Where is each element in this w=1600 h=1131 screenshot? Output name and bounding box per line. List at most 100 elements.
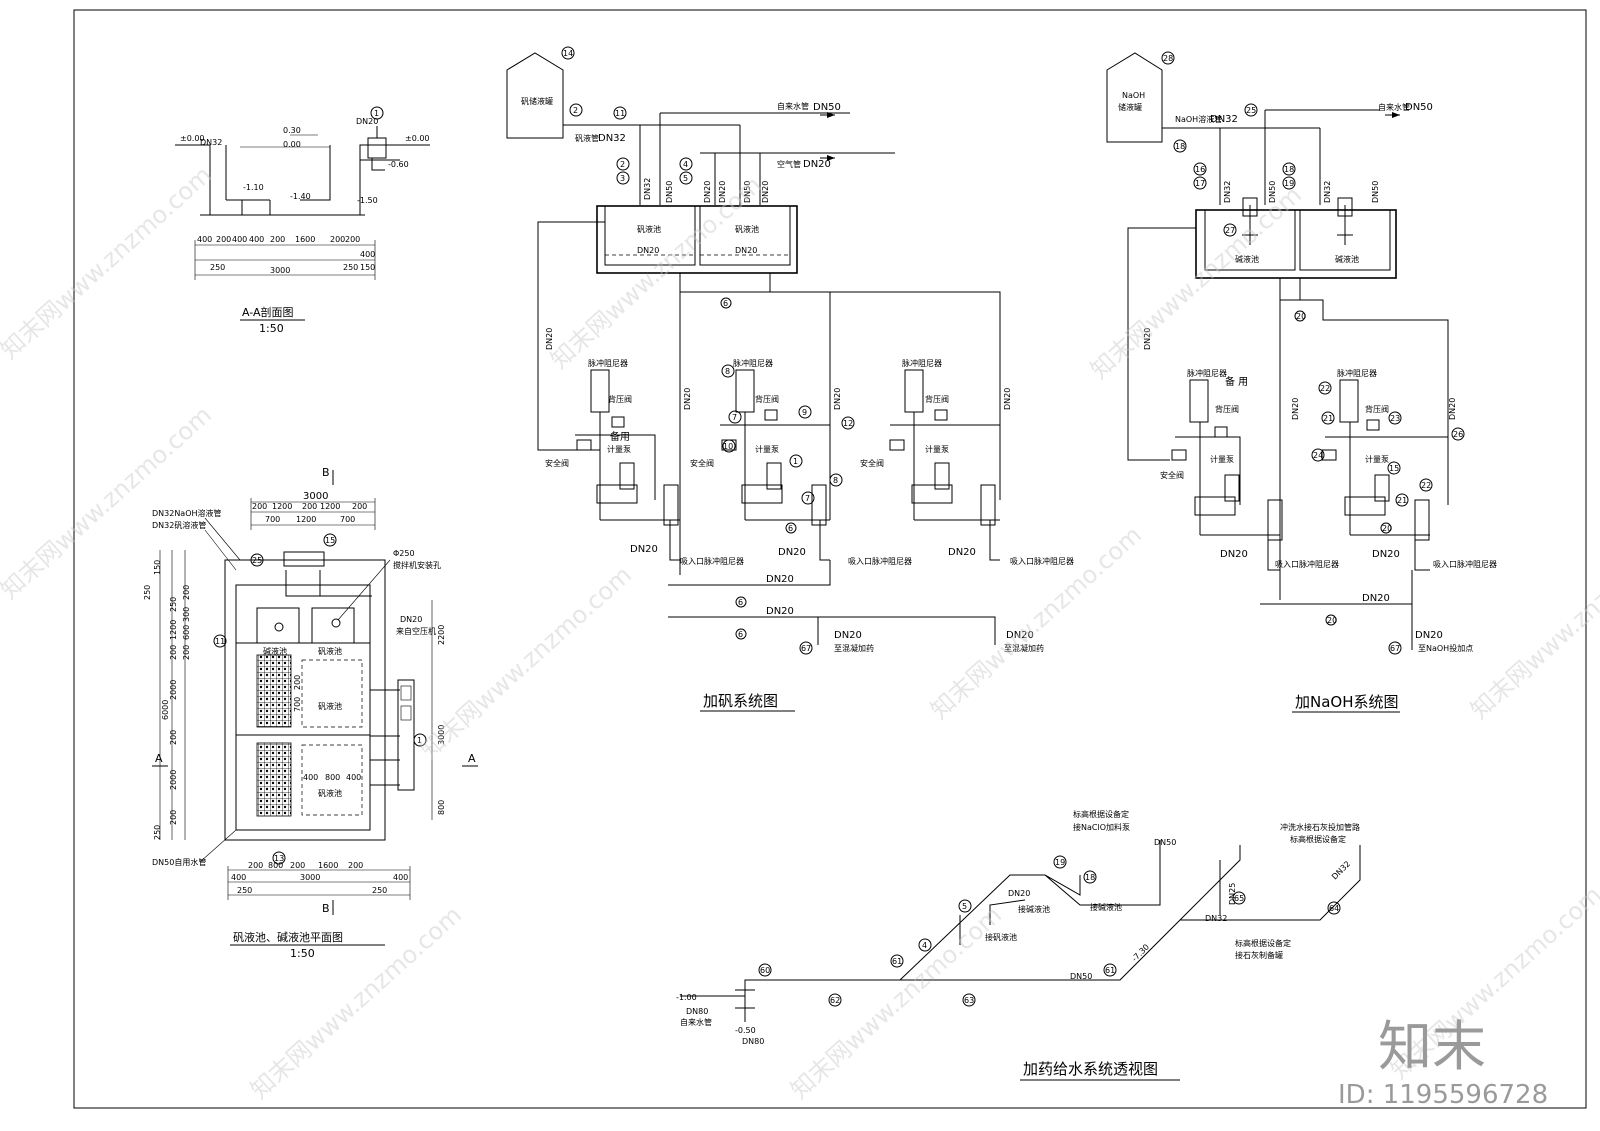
pipe-label: 自来水管 <box>680 1017 712 1027</box>
dim-label: 300 <box>182 607 191 622</box>
dosing-label: 至混凝加药 <box>834 643 874 653</box>
iso-label: 标高根据设备定 <box>1290 834 1346 844</box>
part-label: 吸入口脉冲阻尼器 <box>1275 559 1339 569</box>
callout-number: 13 <box>274 854 284 863</box>
pipe-dn: DN50 <box>1371 181 1380 203</box>
level-label: ±0.00 <box>405 134 430 143</box>
dim-label: 2000 <box>169 770 178 790</box>
callout-circle <box>758 963 772 977</box>
dim-label: 1200 <box>169 620 178 640</box>
callout-number: 20 <box>1382 524 1392 533</box>
level-label: -1.40 <box>290 192 311 201</box>
callout-number: 4 <box>683 160 688 169</box>
dim-label: 400 <box>249 235 264 244</box>
level-label: -0.60 <box>388 160 409 169</box>
callout-number: 17 <box>1195 179 1205 188</box>
callout-circle <box>370 106 384 120</box>
dim-label: 2000 <box>169 680 178 700</box>
pipe-label: 自来水管 <box>777 101 809 111</box>
system-title: 加药给水系统透视图 <box>1023 1060 1158 1078</box>
mixer-hole-circle <box>274 622 284 632</box>
callout-number: 15 <box>1389 464 1399 473</box>
pipe-label: DN20 <box>356 117 378 126</box>
callout-circle <box>828 993 842 1007</box>
dim-label: 2200 <box>437 625 446 645</box>
dim-label: 200 <box>252 502 267 511</box>
section-mark: A <box>468 752 476 765</box>
callout-circle <box>958 899 972 913</box>
naoh-pump-unit-2: 脉冲阻尼器 背压阀 计量泵 <box>1321 368 1449 541</box>
pipe-dn: DN32 <box>1330 859 1352 881</box>
callout-number: 4 <box>922 941 927 950</box>
callout-number: 63 <box>964 996 974 1005</box>
callout-circle <box>1193 162 1207 176</box>
pipe-dn: DN20 <box>735 246 757 255</box>
section-aa: ±0.00 0.30 0.00 ±0.00 -0.60 -1.10 -1.40 … <box>175 106 430 335</box>
dim-label: 800 <box>325 773 340 782</box>
callout-number: 11 <box>215 637 225 646</box>
pipe-dn: DN20 <box>718 181 727 203</box>
dim-label: 200 <box>290 861 305 870</box>
callout-circle <box>1282 162 1296 176</box>
section-mark: B <box>322 466 330 479</box>
dim-label: 250 <box>143 585 152 600</box>
part-label: 脉冲阻尼器 <box>733 358 773 368</box>
dim-label: 250 <box>169 597 178 612</box>
part-label: 脉冲阻尼器 <box>1337 368 1377 378</box>
callout-circle <box>721 364 735 378</box>
callout-number: 1 <box>793 457 798 466</box>
pipe-dn: DN20 <box>1008 889 1030 898</box>
pipe-dn: DN32 <box>1223 181 1232 203</box>
callout-number: 5 <box>683 174 688 183</box>
level-label: 0.30 <box>283 126 301 135</box>
level-label: -0.50 <box>735 1026 756 1035</box>
callout-circle <box>841 416 855 430</box>
callout-circle <box>728 410 742 424</box>
part-label: 背压阀 <box>925 394 949 404</box>
pipe-dn: DN20 <box>803 159 831 170</box>
callout-circle <box>1395 493 1409 507</box>
pool-label: 矾液池 <box>735 224 759 234</box>
plan-inner-dims: 200 700 400 800 400 <box>293 675 361 782</box>
plan-view: DN32NaOH溶液管 DN32矾溶液管 Φ250 搅拌机安装孔 DN20 来自… <box>143 466 478 960</box>
dim-label: 200 <box>330 235 345 244</box>
callout-number: 7 <box>732 413 737 422</box>
part-label: 计量泵 <box>1210 454 1234 464</box>
callout-number: 18 <box>1085 873 1095 882</box>
dim-label: 700 <box>340 515 355 524</box>
dim-label: 200 <box>169 730 178 745</box>
callout-circle <box>616 171 630 185</box>
pipe-dn: DN50 <box>743 181 752 203</box>
watermarks: 知末网www.znzmo.com 知末网www.znzmo.com 知末网www… <box>0 161 1600 1105</box>
tank-label: 储液罐 <box>1118 102 1142 112</box>
pipe-dn: DN50 <box>665 181 674 203</box>
callout-number: 21 <box>1323 414 1333 423</box>
callout-circle <box>1223 223 1237 237</box>
callout-number: 20 <box>1327 616 1337 625</box>
dim-label: 400 <box>360 250 375 259</box>
callout-number: 3 <box>620 174 625 183</box>
dim-label: 200 <box>248 861 263 870</box>
callout-number: 9 <box>802 408 807 417</box>
brand-logo-text: 知末 <box>1378 1015 1486 1078</box>
system-title: 加NaOH系统图 <box>1295 693 1399 711</box>
pipe-dn: DN20 <box>1143 328 1152 350</box>
part-label: 脉冲阻尼器 <box>902 358 942 368</box>
pipe-dn: DN50 <box>1268 181 1277 203</box>
dim-label: 600 <box>182 625 191 640</box>
plan-label: 矾液池 <box>318 788 342 798</box>
grating <box>256 742 292 817</box>
callout-number: 6 <box>723 299 728 308</box>
callout-circle <box>1325 614 1337 626</box>
callout-circle <box>1294 310 1306 322</box>
callout-number: 61 <box>1105 966 1115 975</box>
pipe-dn: DN20 <box>1291 398 1300 420</box>
part-label: 吸入口脉冲阻尼器 <box>848 556 912 566</box>
callout-number: 11 <box>615 109 625 118</box>
section-mark: A <box>155 752 163 765</box>
part-label: 脉冲阻尼器 <box>588 358 628 368</box>
part-label: 安全阀 <box>1160 470 1184 480</box>
callout-number: 24 <box>1313 451 1323 460</box>
dim-label: 6000 <box>161 700 170 720</box>
pipe-dn: DN50 <box>1405 102 1433 113</box>
